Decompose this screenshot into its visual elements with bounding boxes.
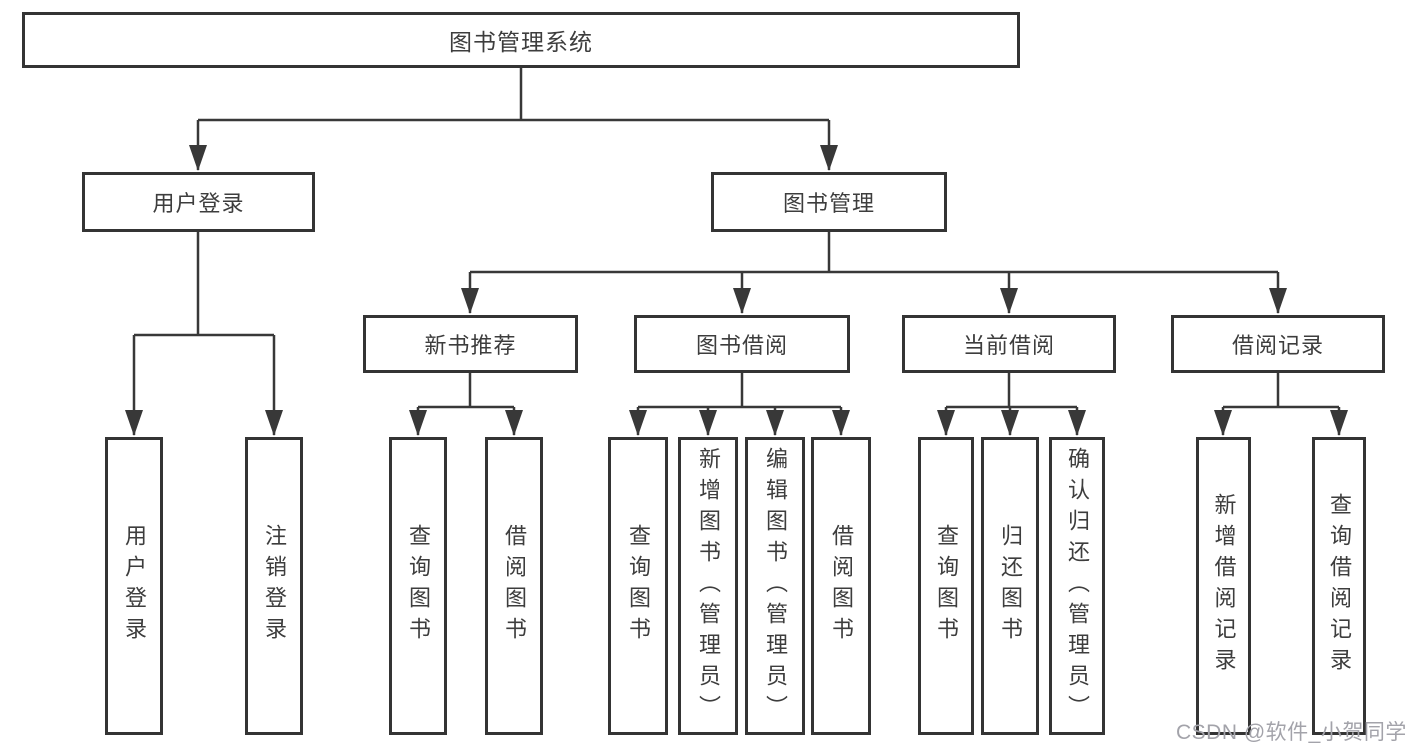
- node-leaf-query-books-1: 查询图书: [389, 437, 447, 735]
- node-leaf-logout: 注销登录: [245, 437, 303, 735]
- node-leaf-return-books: 归还图书: [981, 437, 1039, 735]
- node-user-login: 用户登录: [82, 172, 315, 232]
- node-leaf-add-books-admin: 新增图书（管理员）: [678, 437, 738, 735]
- node-book-management: 图书管理: [711, 172, 947, 232]
- node-leaf-edit-books-admin: 编辑图书（管理员）: [745, 437, 805, 735]
- node-book-borrowing: 图书借阅: [634, 315, 850, 373]
- node-current-borrowing: 当前借阅: [902, 315, 1116, 373]
- node-leaf-query-borrow-record: 查询借阅记录: [1312, 437, 1366, 735]
- node-leaf-borrow-books-2: 借阅图书: [811, 437, 871, 735]
- node-new-book-recommend: 新书推荐: [363, 315, 578, 373]
- node-leaf-confirm-return-admin: 确认归还（管理员）: [1049, 437, 1105, 735]
- node-leaf-query-books-2: 查询图书: [608, 437, 668, 735]
- node-leaf-query-books-3: 查询图书: [918, 437, 974, 735]
- node-root-system: 图书管理系统: [22, 12, 1020, 68]
- node-leaf-user-login: 用户登录: [105, 437, 163, 735]
- node-leaf-borrow-books-1: 借阅图书: [485, 437, 543, 735]
- csdn-watermark: CSDN @软件_小贺同学: [1176, 721, 1405, 744]
- node-leaf-add-borrow-record: 新增借阅记录: [1196, 437, 1251, 735]
- node-borrowing-records: 借阅记录: [1171, 315, 1385, 373]
